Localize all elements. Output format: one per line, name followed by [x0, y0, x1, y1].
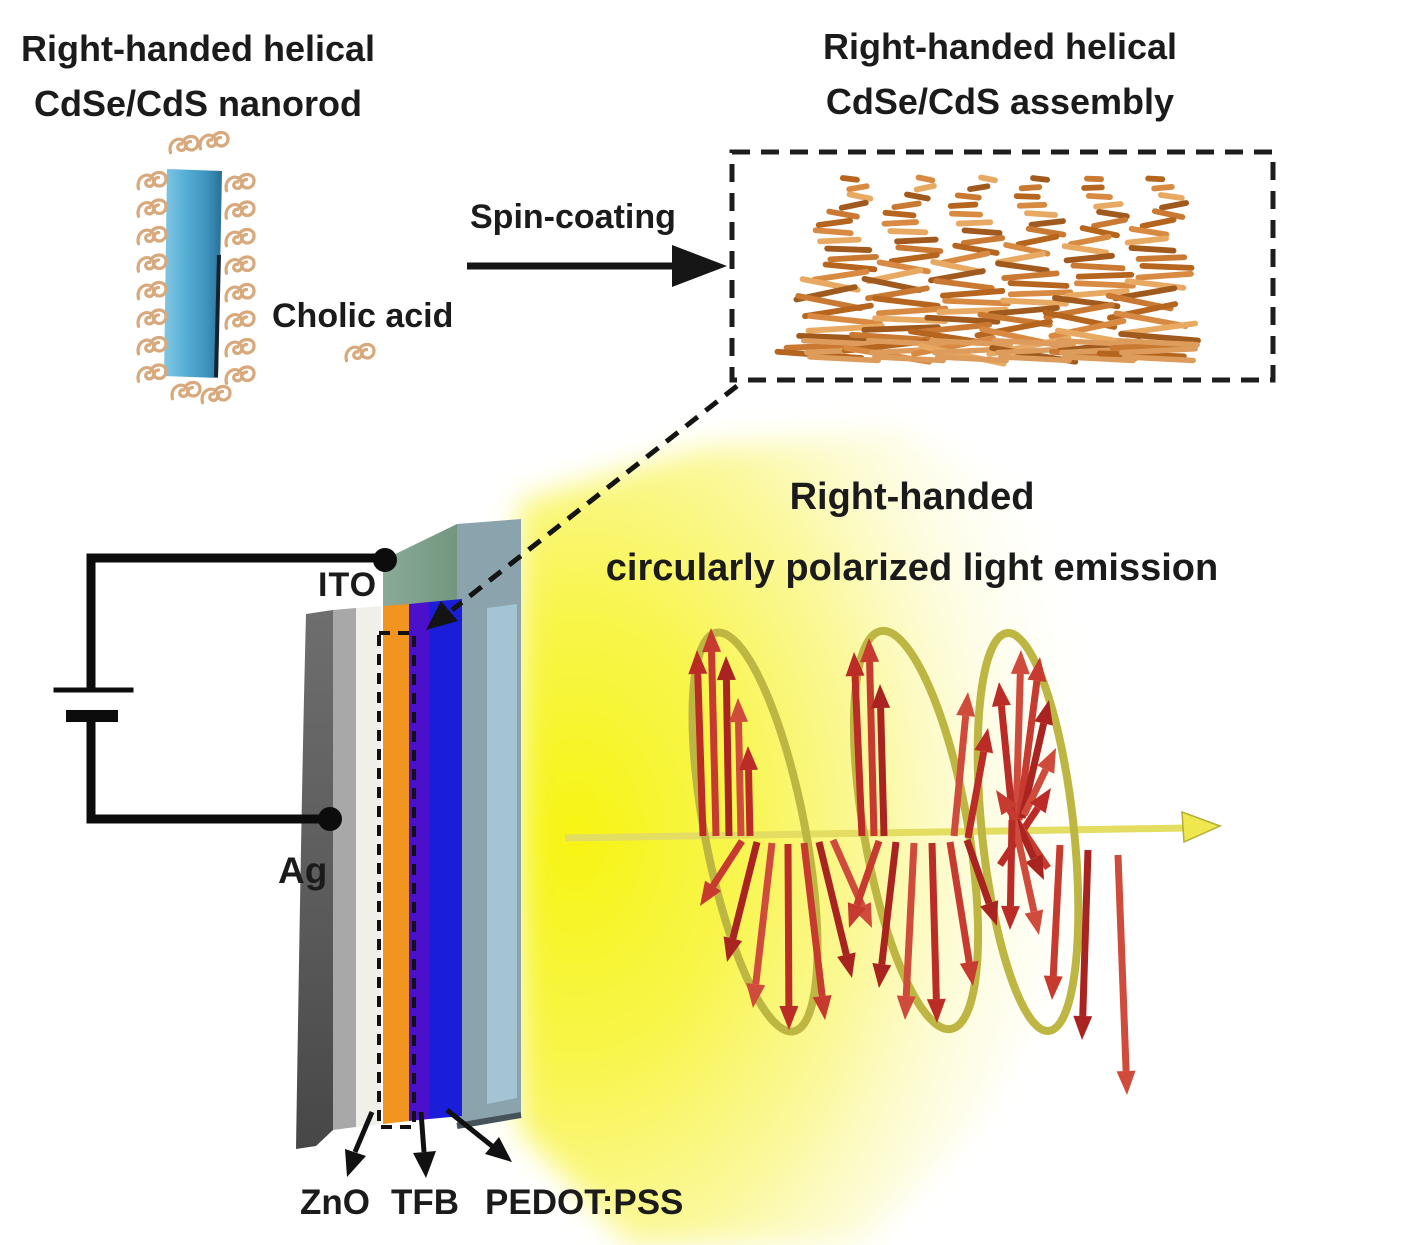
layer-pointer-arrows — [345, 1108, 512, 1178]
assembly-dashed-box — [729, 149, 1276, 383]
dashed-callout-arrow — [426, 384, 739, 630]
zno-label: ZnO — [300, 1183, 370, 1222]
ag-side-layer — [333, 608, 356, 1130]
ito-label: ITO — [318, 566, 378, 604]
cpl-title-line1: Right-handed — [789, 476, 1035, 518]
propagation-axis-arrowhead — [1181, 810, 1222, 844]
ag-electrode-layer — [296, 610, 333, 1149]
tfb-label: TFB — [391, 1183, 460, 1222]
assembly-title-line2: CdSe/CdS assembly — [825, 81, 1175, 122]
helix-rings — [688, 626, 1083, 1036]
nanorod-illustration — [136, 130, 376, 405]
emissive-qd-layer — [383, 604, 409, 1124]
helical-assembly-towers — [774, 174, 1201, 367]
pedot-layer — [429, 599, 462, 1119]
ag-label: Ag — [278, 850, 328, 891]
zno-layer — [356, 606, 381, 1127]
electric-field-arrows — [688, 628, 1136, 1095]
nanorod-title-line1: Right-handed helical — [20, 28, 376, 69]
nanorod-title-line2: CdSe/CdS nanorod — [33, 83, 363, 124]
cpl-title-line2: circularly polarized light emission — [605, 547, 1219, 589]
ito-contact-dot — [373, 548, 397, 572]
spin-coating-arrow — [467, 245, 727, 287]
pedot-label: PEDOT:PSS — [485, 1183, 684, 1222]
spin-coating-label: Spin-coating — [470, 198, 676, 236]
led-device-stack — [296, 519, 522, 1149]
driving-circuit — [53, 548, 397, 831]
ag-contact-dot — [318, 807, 342, 831]
assembly-title-line1: Right-handed helical — [822, 26, 1178, 67]
glass-highlight — [487, 604, 517, 1104]
cpl-helix-illustration — [564, 626, 1222, 1095]
cholic-acid-label: Cholic acid — [272, 297, 454, 335]
